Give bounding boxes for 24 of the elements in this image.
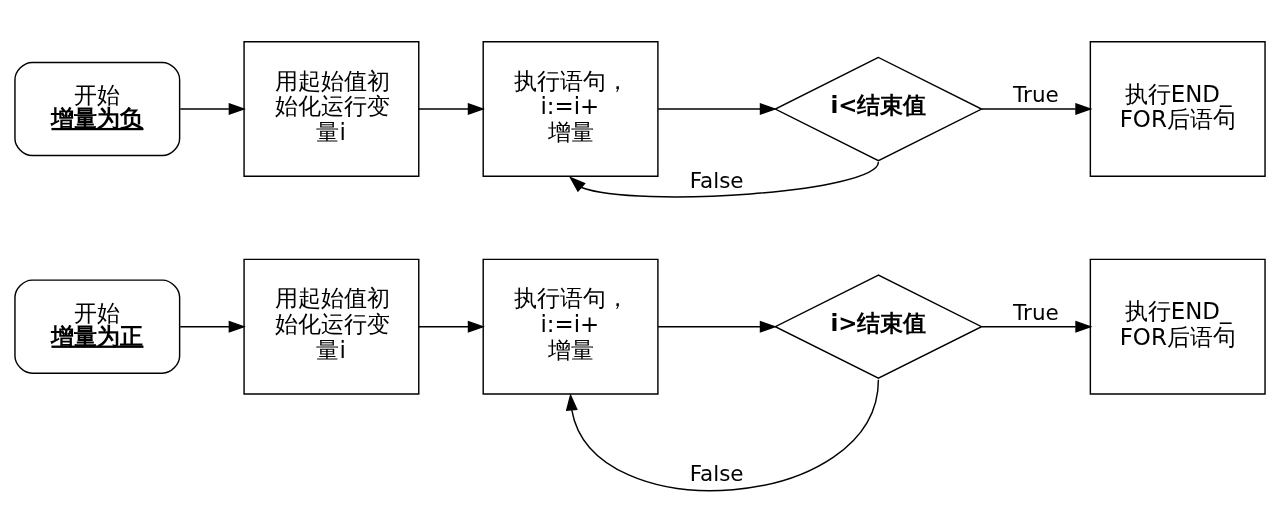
arrow [179, 320, 246, 333]
arrow [657, 102, 777, 115]
node-box: 用起始值初始化运行变量i [243, 40, 420, 177]
arrow [418, 102, 485, 115]
arrow [657, 320, 777, 333]
arrow [565, 378, 880, 491]
node-box: 执行语句，i:=i+增量 [482, 40, 659, 177]
node-box: 开始 增量为负 [14, 61, 181, 156]
arrow [568, 160, 880, 198]
node-diamond: i>结束值 [773, 273, 984, 379]
node-box: 执行END_FOR后语句 [1089, 40, 1266, 177]
node-box: 开始 增量为正 [14, 278, 181, 374]
edge-label: True [1013, 81, 1059, 107]
node-diamond: i<结束值 [773, 56, 984, 161]
node-box: 用起始值初始化运行变量i [243, 258, 420, 395]
arrow [981, 320, 1093, 333]
arrow [179, 102, 246, 115]
node-box: 执行END_FOR后语句 [1089, 258, 1266, 395]
edge-label: False [689, 167, 744, 193]
edge-label: False [689, 460, 744, 486]
edge-label: True [1013, 299, 1059, 325]
arrow [981, 102, 1093, 115]
arrow [418, 320, 485, 333]
node-box: 执行语句，i:=i+增量 [482, 258, 659, 395]
